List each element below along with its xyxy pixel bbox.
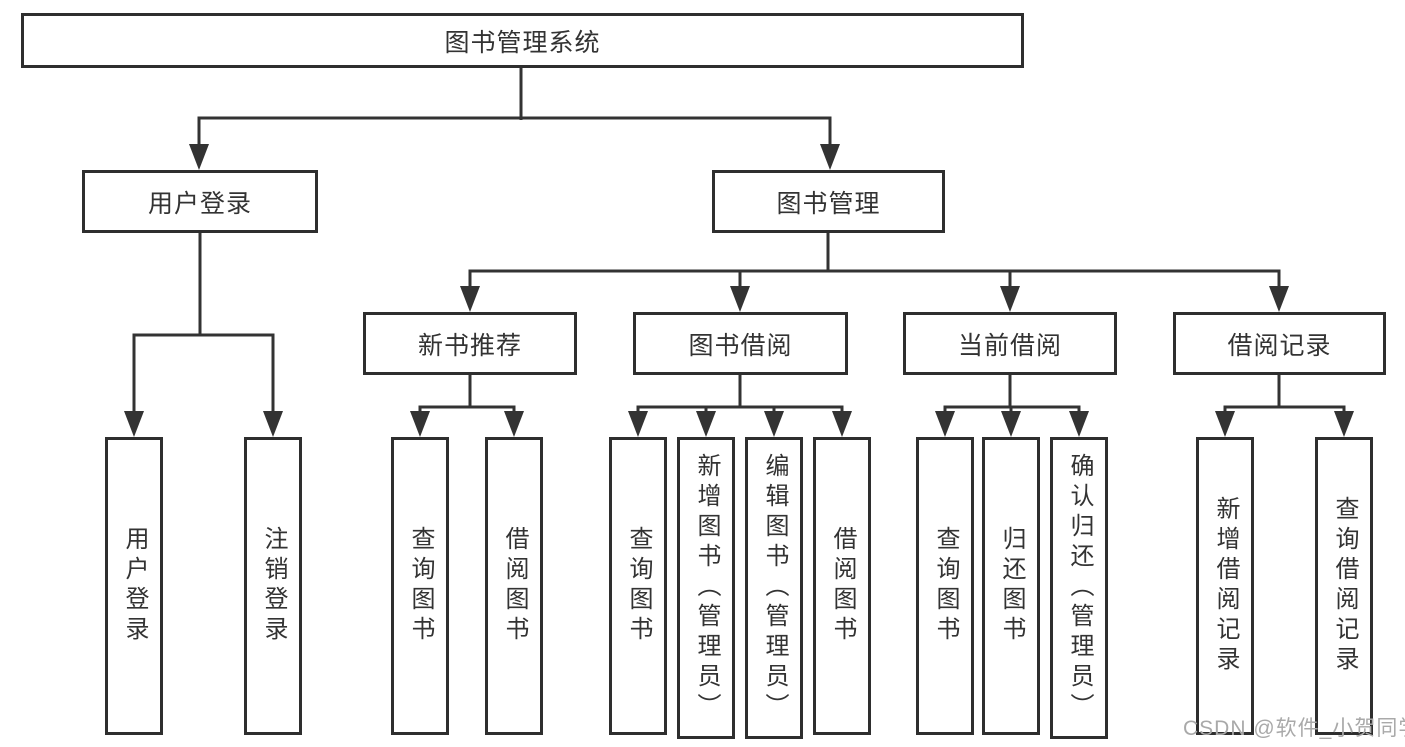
node-label: 借阅图书 — [829, 526, 856, 646]
node-label: 当前借阅 — [957, 331, 1062, 360]
node-label: 查询图书 — [407, 526, 434, 646]
connector-new-book-branches — [418, 375, 516, 412]
node-leaf-confirm-return-admin: 确认归还（管理员） — [1050, 437, 1108, 739]
connector-book-mgmt-branches — [468, 233, 1281, 287]
node-leaf-borrow-books-recommend: 借阅图书 — [485, 437, 543, 735]
node-leaf-user-login: 用户登录 — [105, 437, 163, 735]
node-label: 编辑图书（管理员） — [761, 453, 788, 723]
node-new-book-recommend: 新书推荐 — [363, 312, 577, 375]
node-book-management: 图书管理 — [712, 170, 945, 233]
node-leaf-query-books-recommend: 查询图书 — [391, 437, 449, 735]
node-leaf-borrow-books: 借阅图书 — [813, 437, 871, 735]
node-label: 图书借阅 — [688, 331, 793, 360]
node-label: 查询借阅记录 — [1331, 496, 1358, 676]
node-current-borrow: 当前借阅 — [903, 312, 1117, 375]
node-label: 图书管理 — [776, 189, 881, 218]
connector-record-branches — [1223, 375, 1346, 412]
node-leaf-edit-book-admin: 编辑图书（管理员） — [745, 437, 803, 739]
connector-current-branches — [943, 375, 1081, 412]
node-leaf-return-books: 归还图书 — [982, 437, 1040, 735]
node-label: 归还图书 — [998, 526, 1025, 646]
node-label: 注销登录 — [260, 526, 287, 646]
node-borrow-record: 借阅记录 — [1173, 312, 1386, 375]
node-label: 用户登录 — [147, 189, 252, 218]
connector-borrow-branches — [636, 375, 844, 412]
node-leaf-query-books-current: 查询图书 — [916, 437, 974, 735]
node-label: 查询图书 — [625, 526, 652, 646]
node-label: 新增借阅记录 — [1212, 496, 1239, 676]
node-label: 新书推荐 — [417, 331, 522, 360]
node-label: 图书管理系统 — [444, 28, 601, 57]
node-label: 借阅记录 — [1227, 331, 1332, 360]
node-label: 新增图书（管理员） — [693, 453, 720, 723]
node-label: 确认归还（管理员） — [1066, 453, 1093, 723]
node-leaf-logout: 注销登录 — [244, 437, 302, 735]
node-user-login: 用户登录 — [82, 170, 318, 233]
node-leaf-query-books-borrow: 查询图书 — [609, 437, 667, 735]
node-book-borrow: 图书借阅 — [633, 312, 848, 375]
node-label: 用户登录 — [121, 526, 148, 646]
node-leaf-add-book-admin: 新增图书（管理员） — [677, 437, 735, 739]
node-label: 借阅图书 — [501, 526, 528, 646]
node-leaf-add-borrow-record: 新增借阅记录 — [1196, 437, 1254, 735]
node-library-system: 图书管理系统 — [21, 13, 1024, 68]
node-leaf-query-borrow-record: 查询借阅记录 — [1315, 437, 1373, 735]
connector-user-login-branches — [132, 233, 275, 412]
node-label: 查询图书 — [932, 526, 959, 646]
arrowheads — [124, 144, 1354, 437]
csdn-watermark: CSDN @软件_小贺同学 — [1183, 717, 1405, 740]
connector-root-branches — [197, 68, 832, 148]
